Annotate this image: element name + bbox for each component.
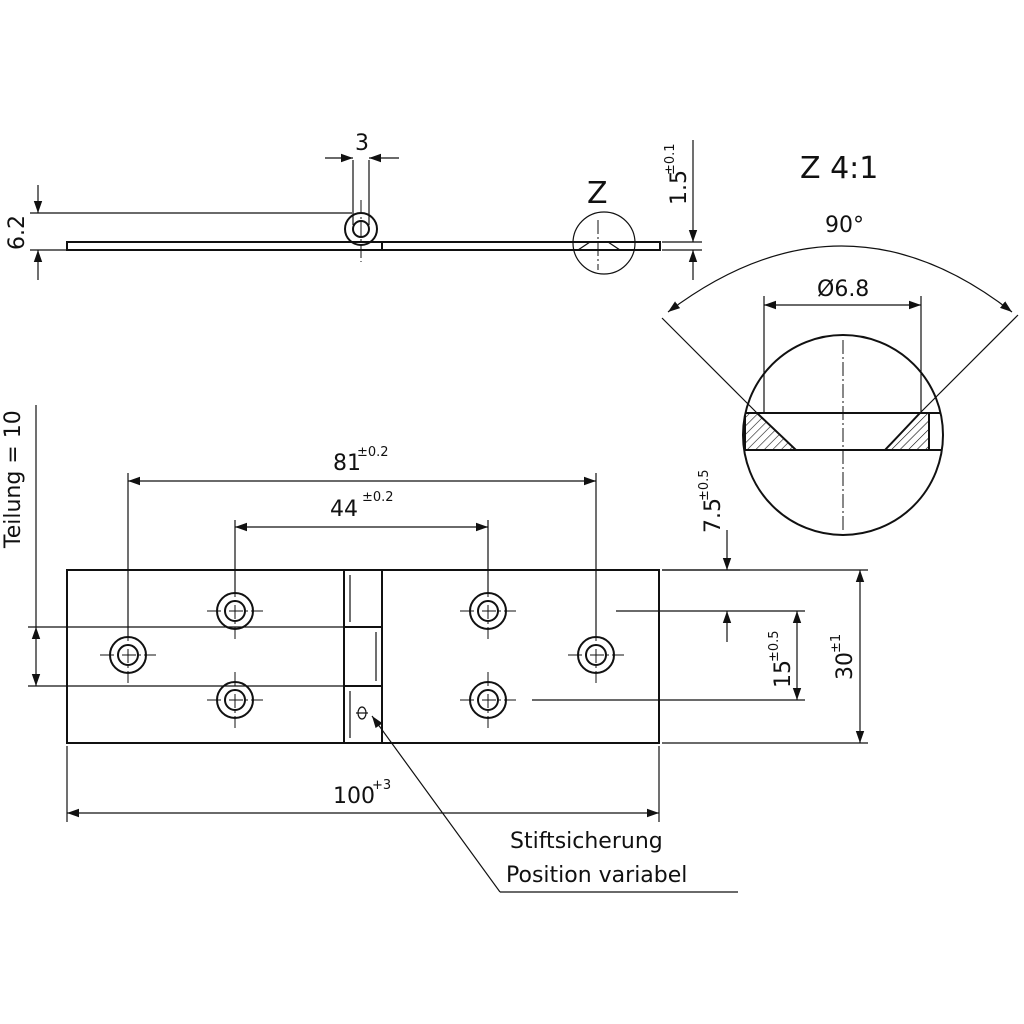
detail-z-marker-circle [572,211,636,275]
dim-hole-spacing-outer-tol: ±0.2 [357,445,389,460]
dim-countersink-dia: Ø6.8 [817,277,869,302]
dim-plate-thickness-tol: ±0.1 [663,143,678,175]
dim-edge-offset-tol: ±0.5 [697,469,712,501]
dim-plate-thickness: 1.5 [667,170,692,205]
dim-hole-spacing-inner-tol: ±0.2 [362,490,394,505]
dim-hole-spacing-inner: 44 [330,497,358,522]
angle-arc [667,245,1013,313]
hole-3 [207,672,263,728]
dim-pin-width: 3 [355,131,369,156]
dim-edge-offset: 7.5 [701,498,726,533]
side-plate-right [381,241,661,251]
dim-row-spacing: 15 [771,660,796,688]
side-countersink [577,241,621,251]
dim-angle: 90° [825,213,864,238]
top-view: 81 ±0.2 44 ±0.2 Teilung = 10 7.5 ±0.5 15… [1,405,868,893]
detail-z-marker-label: Z [587,176,608,211]
leaf-left [66,569,345,744]
side-plate-left [66,241,383,251]
detail-z: Z 4:1 Ø6.8 90° [661,151,1019,536]
countersink-left [744,412,799,451]
dim-thickness-height: 6.2 [5,215,30,250]
leaf-right [381,569,660,744]
dim-pitch: Teilung = 10 [1,410,26,549]
detail-title: Z 4:1 [800,151,878,186]
side-view: Z 3 6.2 1.5 ±0.1 [5,131,702,280]
pin-hole [352,220,370,238]
detail-circle [742,334,944,536]
countersink-right [882,412,930,451]
knuckle-bottom [343,685,383,744]
note-line-2: Position variabel [506,863,687,888]
dim-total-length-tol: +3 [372,778,391,793]
dim-total-width: 30 [833,652,858,680]
dim-total-width-tol: ±1 [829,634,844,653]
dim-total-length: 100 [333,784,375,809]
dim-hole-spacing-outer: 81 [333,451,361,476]
note-line-1: Stiftsicherung [510,829,663,854]
pin-lock-icon [356,706,368,720]
hole-5 [460,672,516,728]
dim-row-spacing-tol: ±0.5 [767,630,782,662]
